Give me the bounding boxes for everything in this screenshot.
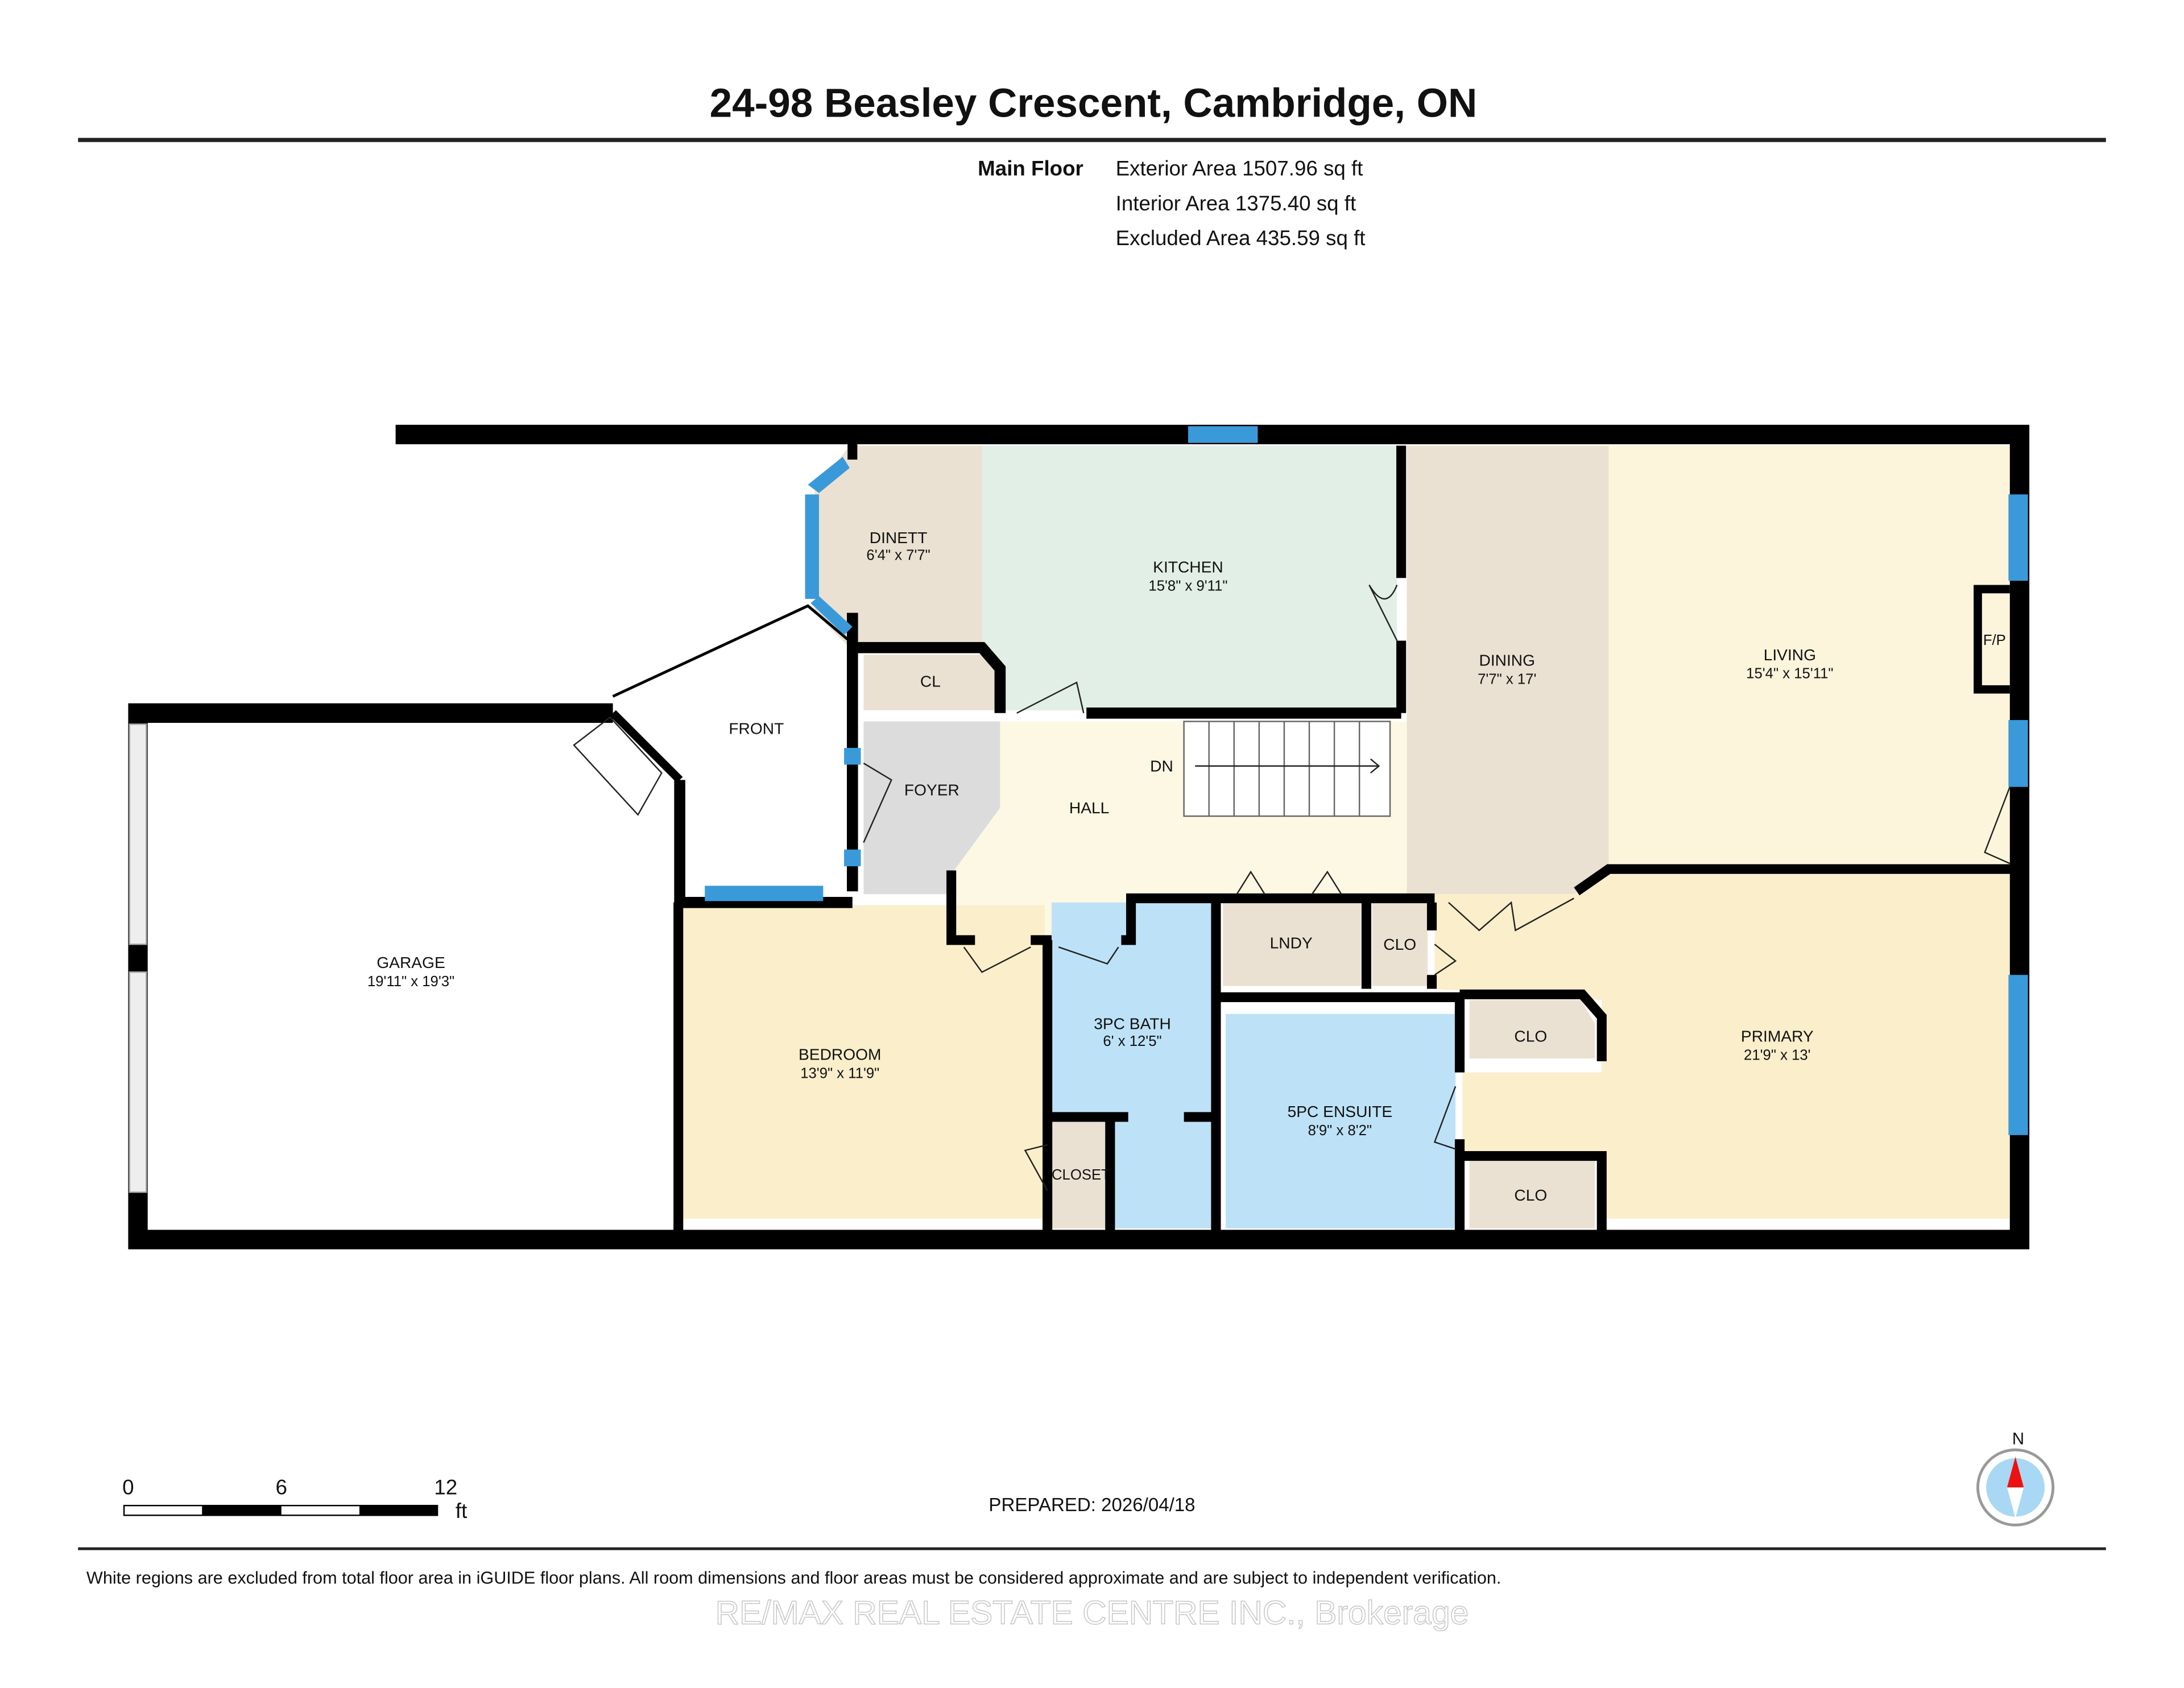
bath3-dims: 6' x 12'5" (1103, 1033, 1161, 1049)
lndy-floor (1223, 902, 1361, 986)
primary-floor (1434, 874, 2010, 1219)
dinett-dims: 6'4" x 7'7" (866, 547, 930, 563)
stairs-label: DN (1150, 758, 1173, 775)
living-primary-wall (1574, 864, 2020, 896)
doors[interactable] (573, 584, 2011, 1191)
kitchen-dims: 15'8" x 9'11" (1148, 578, 1227, 594)
garage-door[interactable] (129, 723, 147, 945)
hall-label: HALL (1069, 799, 1109, 817)
prepared-date: PREPARED: 2026/04/18 (988, 1495, 1195, 1516)
scale-tick-6: 6 (276, 1476, 287, 1499)
scale-tick-12: 12 (434, 1476, 457, 1499)
fireplace-label: F/P (1983, 632, 2006, 648)
cl-floor (863, 654, 1000, 710)
window (1188, 426, 1258, 443)
lndy-label: LNDY (1270, 934, 1313, 952)
living-floor (1608, 445, 2010, 864)
room-labels: GARAGE 19'11" x 19'3" FRONT DINETT 6'4" … (367, 529, 2006, 1204)
garage-label: GARAGE (377, 954, 445, 971)
garage-floor (146, 721, 676, 1226)
bedroom-label: BEDROOM (799, 1046, 881, 1064)
primary-label: PRIMARY (1741, 1028, 1814, 1045)
bedroom-floor (682, 905, 1045, 1219)
clo1-floor (1372, 902, 1428, 986)
window (844, 849, 861, 867)
disclaimer: White regions are excluded from total fl… (86, 1568, 1501, 1587)
window (2008, 975, 2028, 1135)
primary-dims: 21'9" x 13' (1744, 1048, 1811, 1064)
living-dims: 15'4" x 15'11" (1746, 666, 1833, 682)
footer-rule (78, 1547, 2106, 1550)
window (808, 457, 850, 493)
window (844, 748, 861, 765)
window (805, 494, 820, 599)
ensuite-label: 5PC ENSUITE (1288, 1103, 1393, 1120)
watermark: RE/MAX REAL ESTATE CENTRE INC., Brokerag… (715, 1594, 1469, 1631)
clo-walls (1459, 989, 1607, 1233)
room-fills (146, 445, 2010, 1228)
ensuite-dims: 8'9" x 8'2" (1308, 1123, 1372, 1139)
page-title: 24-98 Beasley Crescent, Cambridge, ON (710, 81, 1478, 126)
fireplace (1974, 585, 2010, 694)
window (705, 886, 824, 901)
closet-floor (1051, 1118, 1110, 1228)
walls (128, 424, 2030, 1250)
dining-label: DINING (1479, 652, 1535, 669)
foyer-label: FOYER (904, 781, 959, 799)
title-rule (78, 138, 2106, 142)
bath3-label: 3PC BATH (1094, 1015, 1171, 1033)
compass-icon: N (1976, 1429, 2055, 1526)
excluded-area: Excluded Area 435.59 sq ft (1116, 226, 1366, 250)
front-label: FRONT (729, 720, 784, 738)
ensuite-floor (1226, 1013, 1456, 1228)
foyer-floor (863, 721, 1000, 895)
clo2-label: CLO (1514, 1028, 1547, 1045)
window (2008, 720, 2028, 787)
scale-tick-0: 0 (122, 1476, 134, 1499)
window (810, 596, 853, 635)
dining-floor (1407, 445, 1609, 895)
stairs[interactable] (1183, 721, 1391, 817)
clo2-floor (1469, 1000, 1595, 1059)
garage-door[interactable] (129, 971, 147, 1193)
scale-unit: ft (456, 1499, 467, 1522)
window (2008, 494, 2028, 581)
compass-north-label: N (2012, 1429, 2024, 1448)
kitchen-floor (982, 445, 1397, 710)
kitchen-label: KITCHEN (1153, 558, 1223, 576)
cl-label: CL (920, 672, 941, 690)
dining-dims: 7'7" x 17' (1478, 671, 1536, 687)
bath-walls (1051, 902, 1221, 1233)
interior-area: Interior Area 1375.40 sq ft (1116, 192, 1356, 215)
front-east-wall (674, 780, 853, 908)
dinett-label: DINETT (870, 529, 928, 547)
clo3-floor (1469, 1156, 1595, 1228)
dinett-floor (814, 445, 982, 648)
windows (705, 426, 2028, 1135)
exterior-area: Exterior Area 1507.96 sq ft (1116, 157, 1363, 180)
bedroom-dims: 13'9" x 11'9" (800, 1065, 879, 1081)
scale-bar: 0 6 12 ft (122, 1476, 467, 1523)
floor-label: Main Floor (978, 157, 1083, 180)
stairs-arrow (1195, 758, 1380, 774)
clo3-label: CLO (1514, 1186, 1547, 1204)
top-exterior-wall (128, 424, 2030, 1250)
clo1-label: CLO (1383, 936, 1416, 953)
closet-label: CLOSET (1052, 1167, 1110, 1183)
front-door-wall (610, 710, 683, 783)
front-angle-wall (612, 604, 854, 698)
garage-dims: 19'11" x 19'3" (367, 974, 454, 990)
living-label: LIVING (1764, 646, 1816, 664)
